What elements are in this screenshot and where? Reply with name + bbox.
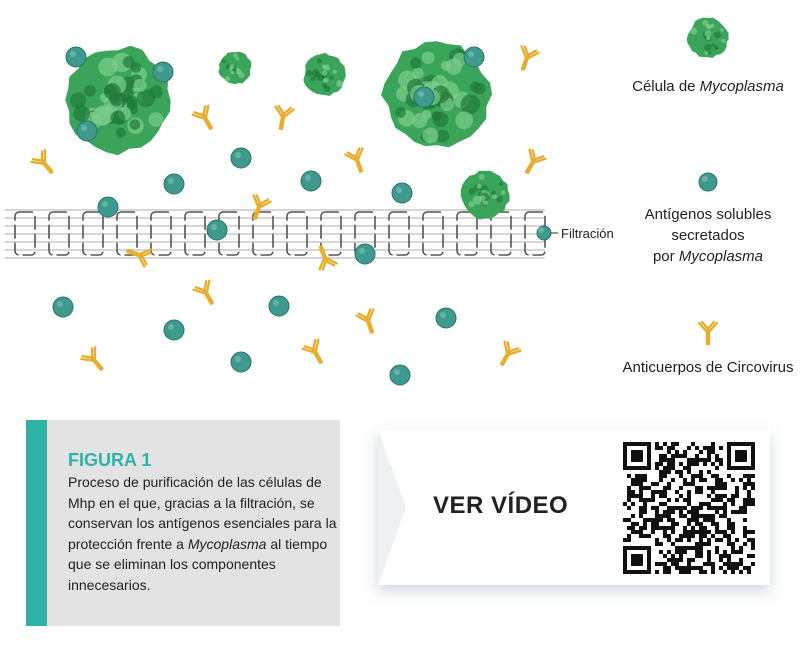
antibody — [524, 148, 547, 175]
antigen — [163, 319, 185, 341]
video-card[interactable]: VER VÍDEO — [378, 430, 770, 585]
antigen — [391, 182, 413, 204]
watch-video-link[interactable]: VER VÍDEO — [433, 492, 569, 519]
antigen — [76, 120, 98, 142]
antibody — [80, 346, 104, 372]
qr-code-icon[interactable] — [623, 442, 755, 574]
antigen — [435, 307, 457, 329]
mycoplasma-cell — [303, 52, 347, 96]
filtration-label: Filtración — [561, 226, 614, 241]
mycoplasma-cell — [218, 51, 252, 85]
antibody — [191, 104, 214, 131]
antigen — [65, 46, 87, 68]
legend-antibody-icon — [697, 320, 719, 346]
antibody — [30, 149, 54, 175]
antibody — [301, 338, 324, 365]
figure-caption: FIGURA 1 Proceso de purificación de las … — [26, 420, 340, 626]
antigen — [152, 61, 174, 83]
antigen — [230, 147, 252, 169]
antigen — [268, 295, 290, 317]
antibody — [520, 45, 540, 71]
legend-cell-label: Célula de Mycoplasma — [632, 78, 784, 95]
antigen — [52, 296, 74, 318]
filter-membrane — [5, 209, 546, 259]
legend-cell-icon — [686, 17, 730, 58]
mycoplasma-cell — [460, 170, 510, 220]
antigen — [354, 243, 376, 265]
antigen — [230, 351, 252, 373]
legend-antibody-label: Anticuerpos de Circovirus — [622, 359, 794, 376]
antigen — [163, 173, 185, 195]
antibody — [499, 340, 522, 367]
caption-title: FIGURA 1 — [68, 450, 152, 470]
antibody — [355, 308, 375, 334]
antigen — [389, 364, 411, 386]
antibody — [192, 279, 215, 306]
antibody — [318, 245, 338, 271]
filtration-illustration — [5, 17, 730, 386]
antigen — [300, 170, 322, 192]
antigen — [97, 196, 119, 218]
antibody — [274, 104, 295, 131]
antibody — [126, 248, 152, 268]
antibody — [344, 147, 364, 173]
caption-text: Proceso de purificación de las células d… — [68, 474, 337, 593]
antigen — [463, 46, 485, 68]
antibody — [252, 194, 272, 220]
antigen — [413, 86, 435, 108]
legend-antigen-icon — [698, 172, 718, 192]
arrow-notch — [378, 430, 406, 585]
antigen — [206, 219, 228, 241]
caption-accent-bar — [26, 420, 47, 626]
